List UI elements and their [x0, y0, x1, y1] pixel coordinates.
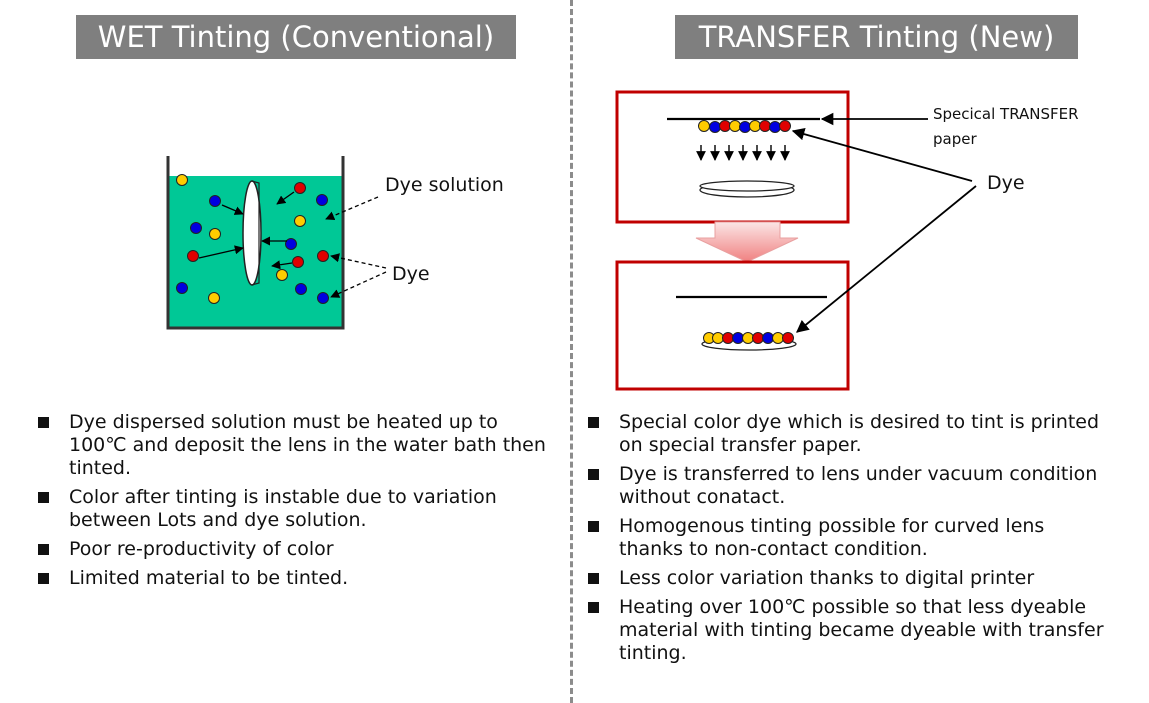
dye-dot-icon — [759, 120, 771, 132]
dye-dot-icon — [779, 120, 791, 132]
dye-dot-icon — [294, 215, 306, 227]
list-item: Poor re-productivity of color — [36, 538, 546, 561]
bath-container — [166, 156, 345, 330]
wet-tinting-title: WET Tinting (Conventional) — [76, 15, 516, 59]
transfer-paper-label-line1: Specical TRANSFER — [933, 105, 1079, 123]
transfer-tinting-bullets: Special color dye which is desired to ti… — [586, 411, 1106, 671]
dye-dot-icon — [187, 250, 199, 262]
lens-dye-dots — [703, 332, 794, 344]
dye-dot-icon — [752, 332, 764, 344]
dye-dot-icon — [698, 120, 710, 132]
dye-dot-icon — [285, 238, 297, 250]
dye-dot-icon — [316, 194, 328, 206]
dye-dot-icon — [749, 120, 761, 132]
dye-dot-icon — [209, 228, 221, 240]
dye-solution-label: Dye solution — [385, 174, 504, 196]
lens-icon — [242, 180, 262, 286]
dye-dot-icon — [762, 332, 774, 344]
list-item: Color after tinting is instable due to v… — [36, 486, 546, 532]
dye-dot-icon — [295, 283, 307, 295]
dye-dot-icon — [739, 121, 751, 133]
transfer-box-icon — [615, 90, 850, 224]
list-item: Limited material to be tinted. — [36, 567, 546, 590]
dye-dot-icon — [722, 332, 734, 344]
list-item: Dye is transferred to lens under vacuum … — [586, 463, 1106, 509]
list-item: Dye dispersed solution must be heated up… — [36, 411, 546, 480]
transfer-box-icon — [615, 260, 850, 391]
dye-dot-icon — [772, 332, 784, 344]
wet-dye-dots — [176, 174, 329, 304]
section-divider — [570, 0, 573, 703]
list-item: Homogenous tinting possible for curved l… — [586, 515, 1106, 561]
dye-dot-icon — [782, 332, 794, 344]
dye-dot-icon — [712, 332, 724, 344]
dye-dot-icon — [742, 332, 754, 344]
dye-dot-icon — [209, 195, 221, 207]
wet-dye-label: Dye — [392, 263, 430, 285]
paper-dye-dots — [698, 120, 791, 133]
list-item: Less color variation thanks to digital p… — [586, 567, 1106, 590]
dye-dot-icon — [769, 121, 781, 133]
transfer-tinting-title: TRANSFER Tinting (New) — [675, 15, 1078, 59]
dye-dot-icon — [729, 120, 741, 132]
dye-dot-icon — [208, 292, 220, 304]
wet-tinting-bullets: Dye dispersed solution must be heated up… — [36, 411, 546, 596]
list-item: Heating over 100℃ possible so that less … — [586, 596, 1106, 665]
dye-dot-icon — [176, 282, 188, 294]
transfer-paper-label-line2: paper — [933, 130, 977, 148]
transfer-dye-label: Dye — [987, 172, 1025, 194]
dye-dot-icon — [719, 120, 731, 132]
transfer-down-arrows — [696, 145, 790, 161]
dye-dot-icon — [317, 250, 329, 262]
dye-dot-icon — [317, 292, 329, 304]
dye-dot-icon — [709, 121, 721, 133]
dye-dot-icon — [294, 182, 306, 194]
wet-bath-diagram — [166, 156, 345, 330]
dye-dot-icon — [732, 332, 744, 344]
dye-dot-icon — [190, 222, 202, 234]
dye-dot-icon — [176, 174, 188, 186]
lens-icon-edge — [251, 180, 260, 286]
wet-label-pointers — [325, 196, 387, 298]
wet-dye-arrows — [198, 191, 295, 270]
transfer-arrow-icon — [695, 221, 799, 263]
list-item: Special color dye which is desired to ti… — [586, 411, 1106, 457]
dye-dot-icon — [292, 256, 304, 268]
dye-dot-icon — [276, 269, 288, 281]
transfer-label-pointers — [791, 112, 977, 333]
